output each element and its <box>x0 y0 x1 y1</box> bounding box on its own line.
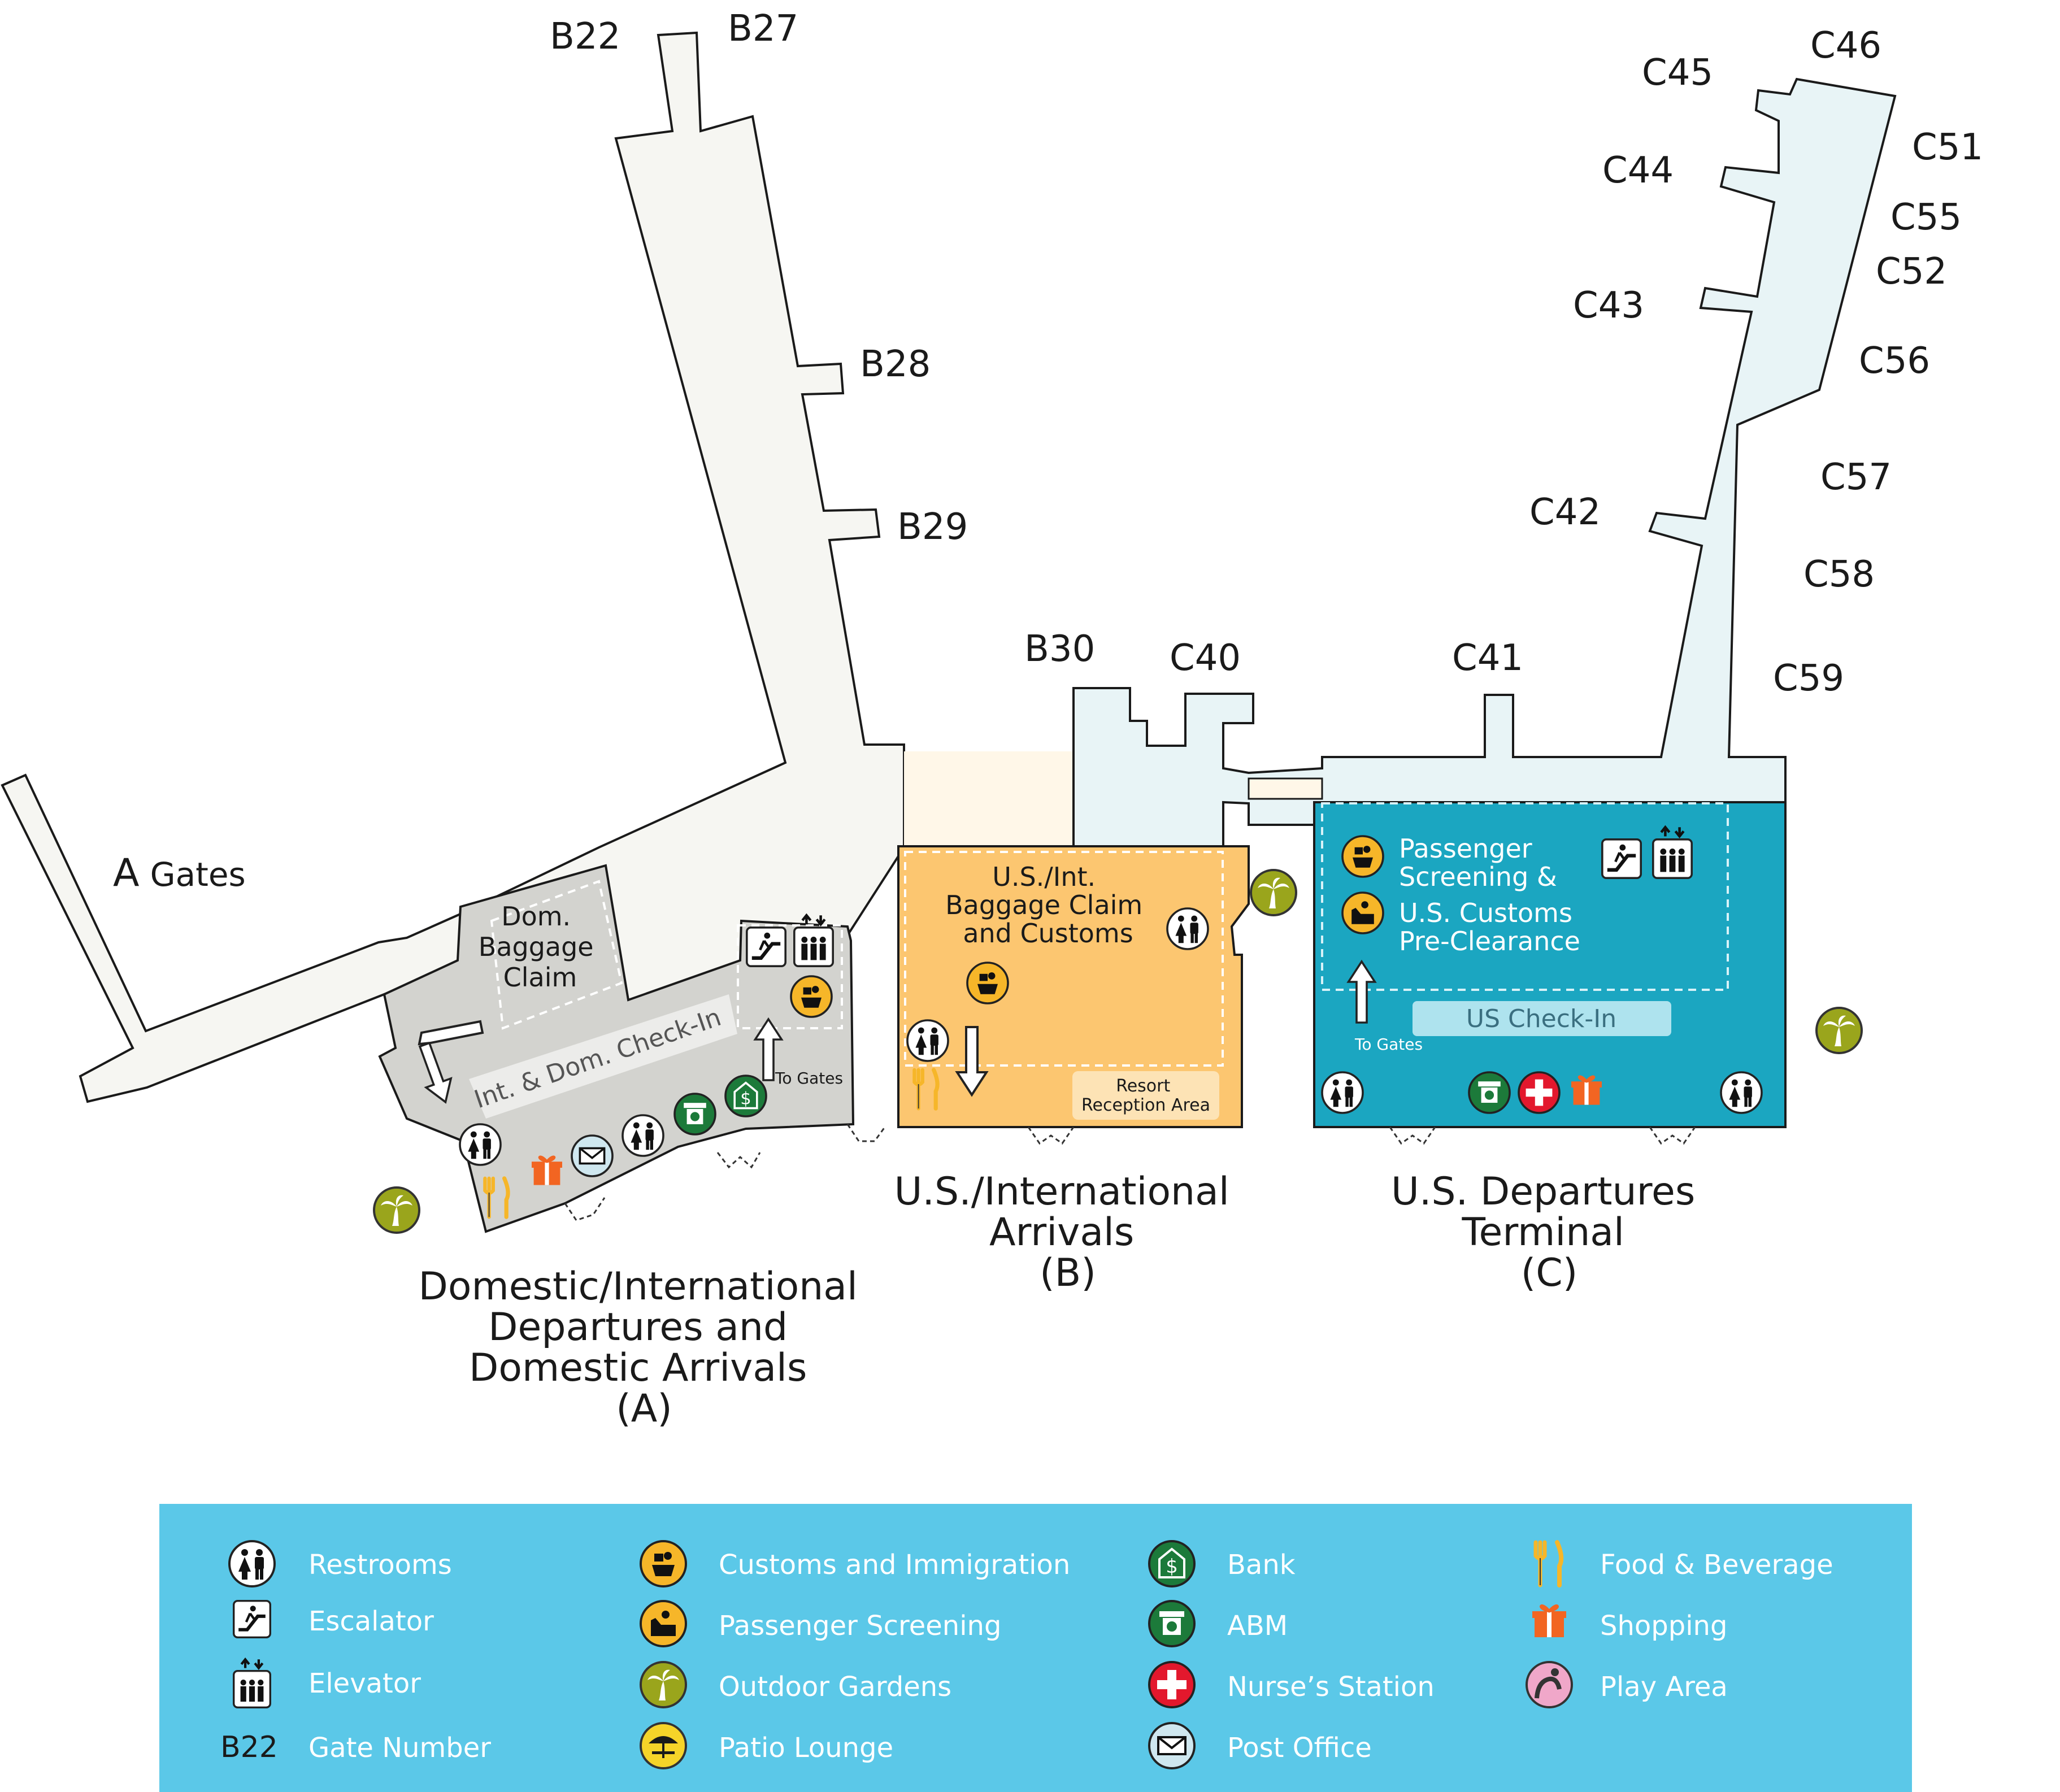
terminal-a-title: Domestic/International Departures and Do… <box>419 1264 870 1431</box>
to-gates-c-label: To Gates <box>1354 1035 1423 1054</box>
gate-c45: C45 <box>1642 52 1713 94</box>
play-area-icon <box>1527 1662 1572 1707</box>
legend-patio: Patio Lounge <box>719 1732 893 1764</box>
us-checkin-label: US Check-In <box>1466 1004 1616 1033</box>
a-gates-label: A Gates <box>113 851 246 895</box>
legend-shopping: Shopping <box>1600 1610 1727 1642</box>
arrow-bend <box>418 1020 484 1046</box>
legend-nurse: Nurse’s Station <box>1227 1671 1435 1703</box>
gate-c57: C57 <box>1820 456 1892 498</box>
patio-lounge-icon <box>640 1722 687 1769</box>
bank-icon <box>1148 1540 1196 1587</box>
nurse-station-icon <box>1518 1071 1561 1114</box>
nurse-station-icon <box>1148 1661 1196 1708</box>
escalator-icon <box>234 1601 271 1638</box>
restrooms-icon <box>459 1123 502 1166</box>
gate-c46: C46 <box>1810 25 1881 67</box>
gate-c41: C41 <box>1452 637 1523 679</box>
escalator-icon <box>747 928 785 966</box>
restrooms-icon <box>1720 1071 1763 1114</box>
legend-escalator: Escalator <box>308 1606 434 1637</box>
gate-b30: B30 <box>1024 628 1095 670</box>
garden-icon <box>1250 869 1297 916</box>
gate-b28: B28 <box>860 343 931 385</box>
garden-icon <box>373 1186 420 1234</box>
legend-customs: Customs and Immigration <box>719 1549 1070 1581</box>
restrooms-icon <box>228 1540 276 1587</box>
bank-icon <box>724 1075 767 1117</box>
screening-area-label: Passenger Screening & U.S. Customs Pre-C… <box>1399 833 1581 956</box>
escalator-icon <box>1602 840 1641 878</box>
gate-c44: C44 <box>1602 150 1674 192</box>
bc-connector <box>1248 777 1323 800</box>
terminal-b-building <box>897 845 1250 1128</box>
legend-play: Play Area <box>1600 1671 1728 1703</box>
legend-bank: Bank <box>1227 1549 1296 1581</box>
gate-c59: C59 <box>1773 658 1844 699</box>
customs-icon <box>640 1540 687 1587</box>
post-office-icon <box>1148 1722 1196 1769</box>
gate-c42: C42 <box>1529 492 1601 533</box>
legend-food: Food & Beverage <box>1600 1549 1833 1581</box>
screening-icon <box>640 1600 687 1647</box>
gate-b27: B27 <box>728 8 798 50</box>
gate-c55: C55 <box>1890 197 1962 238</box>
screening-icon <box>1341 891 1384 934</box>
resort-reception-area <box>1072 1071 1219 1120</box>
restrooms-icon <box>1166 907 1209 950</box>
gate-c51: C51 <box>1912 127 1983 168</box>
legend-panel <box>159 1504 1912 1792</box>
restrooms-icon <box>622 1114 664 1157</box>
terminal-c-title: U.S. Departures Terminal (C) <box>1391 1169 1707 1295</box>
restrooms-icon <box>906 1019 949 1062</box>
garden-icon <box>640 1661 687 1708</box>
gate-b29: B29 <box>897 506 968 548</box>
customs-icon <box>1341 835 1384 878</box>
legend-gardens: Outdoor Gardens <box>719 1671 951 1703</box>
customs-icon <box>790 975 833 1018</box>
legend-gate-sample: B22 <box>220 1730 278 1764</box>
a-gates-word: Gates <box>150 855 246 894</box>
us-checkin-bar <box>1413 1001 1671 1036</box>
gate-b22: B22 <box>550 16 620 58</box>
legend-restrooms: Restrooms <box>308 1549 452 1581</box>
restrooms-icon <box>1321 1071 1364 1114</box>
legend-post: Post Office <box>1227 1732 1372 1764</box>
dom-baggage-claim-label: Dom. Baggage Claim <box>479 901 602 993</box>
resort-reception-label: Resort Reception Area <box>1081 1076 1210 1115</box>
legend-elevator: Elevator <box>308 1668 421 1699</box>
terminal-c-building <box>1313 801 1787 1128</box>
us-baggage-claim-label: U.S./Int. Baggage Claim and Customs <box>945 862 1151 949</box>
terminal-b-title: U.S./International Arrivals (B) <box>894 1169 1242 1295</box>
a-gates-letter: A <box>113 851 140 895</box>
doors <box>564 1124 1696 1221</box>
gate-c58: C58 <box>1803 554 1875 595</box>
abm-icon <box>1468 1071 1511 1114</box>
gate-c56: C56 <box>1859 340 1930 382</box>
customs-icon <box>966 962 1009 1004</box>
to-gates-a-label: To Gates <box>775 1069 843 1088</box>
legend-abm: ABM <box>1227 1610 1288 1642</box>
post-office-icon <box>571 1134 614 1177</box>
legend: Restrooms Escalator Elevator B22 Gate Nu… <box>159 1504 1912 1792</box>
concourse-c <box>1072 77 1897 849</box>
abm-icon <box>1148 1600 1196 1647</box>
gate-c40: C40 <box>1170 637 1241 679</box>
abm-icon <box>673 1093 716 1136</box>
legend-screening: Passenger Screening <box>719 1610 1001 1642</box>
legend-gate-number: Gate Number <box>308 1732 491 1764</box>
b-corridor-tint <box>904 751 1074 849</box>
garden-icon <box>1815 1007 1863 1054</box>
gate-c43: C43 <box>1573 285 1644 327</box>
gate-c52: C52 <box>1876 251 1947 293</box>
